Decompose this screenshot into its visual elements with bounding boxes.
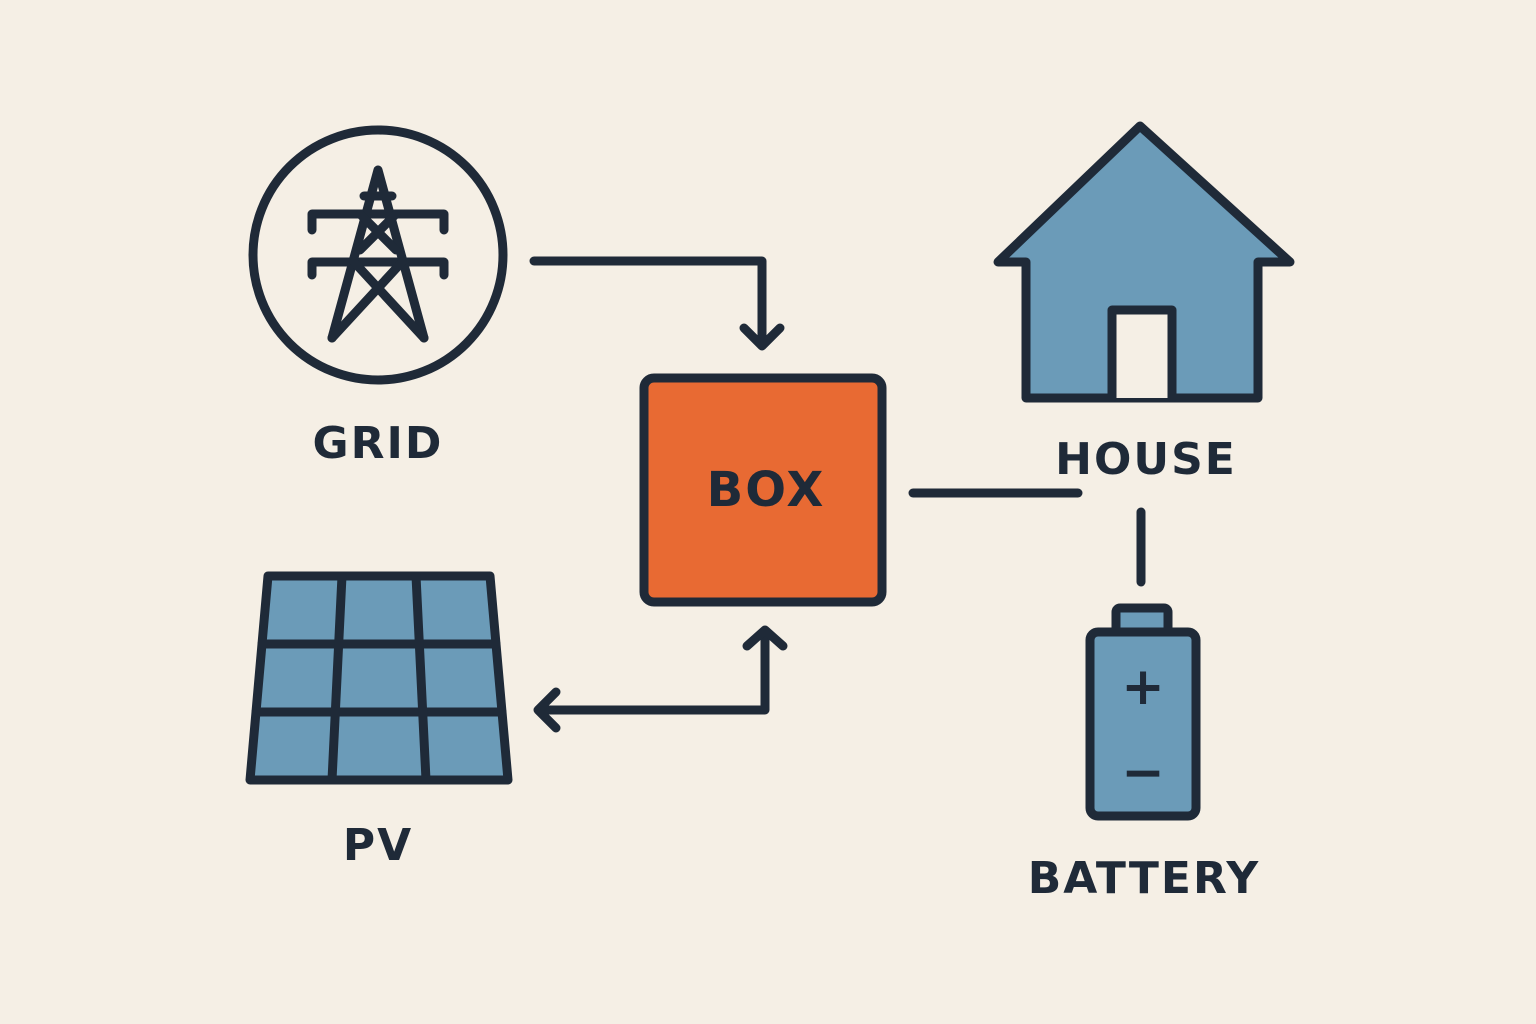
battery-label: BATTERY (1028, 853, 1261, 904)
battery-icon (1085, 603, 1201, 821)
battery-negative-symbol: − (1121, 743, 1165, 803)
power-tower-icon (248, 125, 508, 385)
house-icon (993, 121, 1295, 403)
edge-grid-to-box (529, 256, 767, 349)
edge-pv-to-box (537, 631, 770, 715)
pv-label: PV (343, 820, 413, 871)
battery-positive-symbol: + (1121, 657, 1165, 717)
connectors (529, 256, 1146, 733)
pv-node[interactable]: PV (245, 571, 513, 871)
arrowhead-down-icon (739, 323, 785, 351)
solar-panel-icon (245, 571, 513, 785)
grid-label: GRID (313, 418, 444, 469)
box-rectangle (639, 373, 887, 607)
grid-node[interactable]: GRID (248, 125, 508, 469)
box-label: BOX (707, 462, 826, 518)
arrowhead-left-icon (533, 687, 561, 733)
box-node[interactable]: BOX (639, 373, 887, 607)
arrowhead-up-icon (742, 625, 788, 651)
house-label: HOUSE (1055, 434, 1237, 485)
battery-node[interactable]: + − BATTERY (1028, 603, 1261, 904)
house-node[interactable]: HOUSE (993, 121, 1295, 485)
